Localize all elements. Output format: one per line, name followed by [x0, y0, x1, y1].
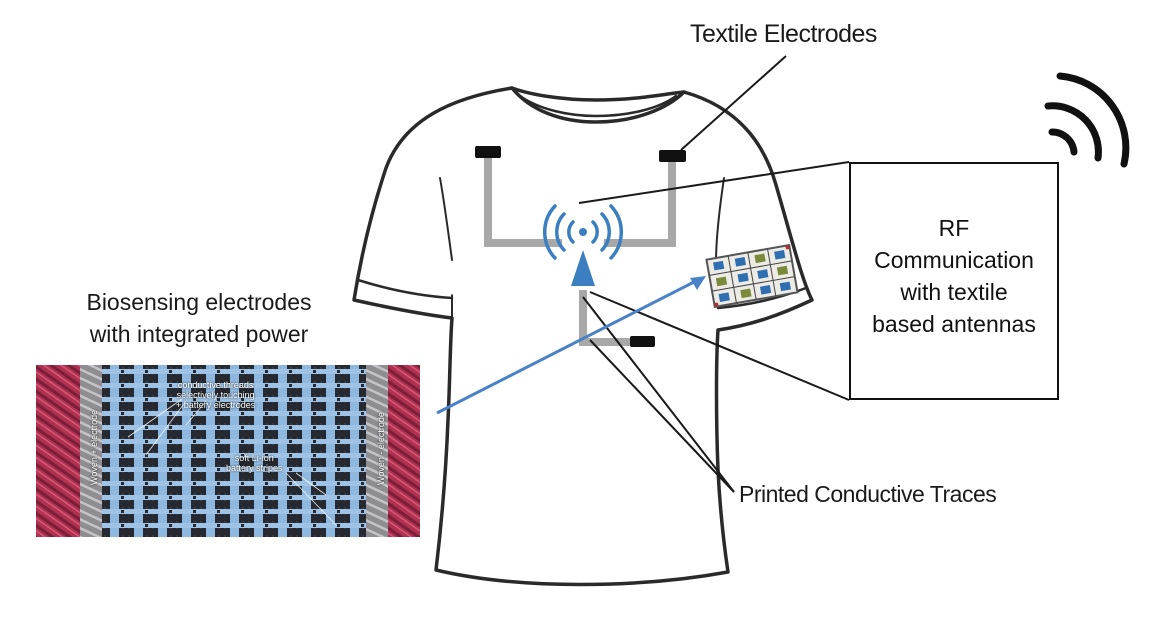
electrode-pad-left: [475, 146, 501, 158]
tshirt-outline: [352, 86, 814, 587]
note-battery-stripes: soft Li-ion battery stripes: [226, 453, 283, 473]
printed-traces: [484, 152, 676, 346]
label-woven-minus-electrode: Woven - electrode: [376, 412, 386, 485]
textile-antenna-patch-icon: [705, 243, 799, 309]
note-threads-line2: selectively touching: [176, 390, 255, 400]
note-threads-line1: conductive threads: [177, 380, 254, 390]
rf-text: RF Communication with textile based ante…: [851, 212, 1057, 340]
label-biosensing-line1: Biosensing electrodes: [86, 289, 312, 315]
rf-line2: Communication: [874, 247, 1034, 273]
fabric-battery-photo: conductive threads selectively touching …: [36, 365, 420, 537]
blue-arrow: [436, 276, 706, 415]
note-battery-line2: battery stripes: [226, 463, 283, 473]
electrode-pads: [475, 146, 686, 347]
fabric-weave: [36, 365, 420, 537]
note-battery-line1: soft Li-ion: [234, 453, 274, 463]
leader-textile-electrodes: [680, 55, 787, 151]
leader-traces-2: [582, 296, 735, 493]
label-biosensing: Biosensing electrodes with integrated po…: [40, 286, 358, 350]
label-printed-conductive-traces: Printed Conductive Traces: [739, 481, 997, 507]
antenna-tower-icon: [542, 204, 624, 286]
leader-traces-1: [589, 339, 735, 493]
rf-line4: based antennas: [872, 311, 1036, 337]
electrode-pad-right: [659, 150, 686, 162]
electrode-pad-bottom: [630, 336, 655, 347]
note-conductive-threads: conductive threads selectively touching …: [176, 380, 255, 410]
label-biosensing-line2: with integrated power: [89, 321, 309, 347]
note-threads-line3: + battery electrodes: [176, 400, 256, 410]
leader-rf-top: [578, 161, 850, 204]
label-woven-plus-electrode: Woven + electrode: [89, 409, 99, 485]
rf-line1: RF: [938, 215, 970, 241]
wireless-signal-icon: [1044, 72, 1130, 168]
label-textile-electrodes: Textile Electrodes: [690, 20, 877, 48]
leader-lines: [578, 55, 850, 493]
rf-line3: with textile: [900, 279, 1008, 305]
leader-rf-bottom: [589, 291, 850, 401]
rf-communication-box: RF Communication with textile based ante…: [849, 162, 1059, 400]
